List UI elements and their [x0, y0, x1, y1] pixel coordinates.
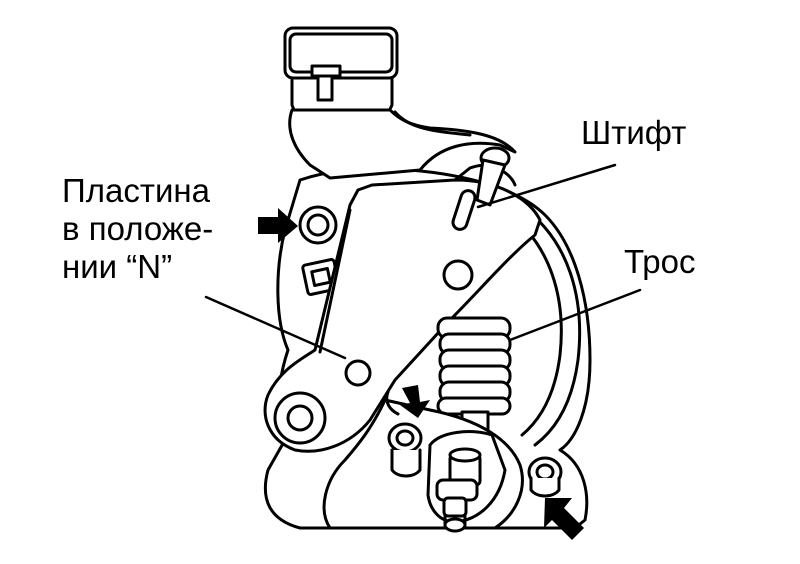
plate-label-line-3: нии “N”: [62, 248, 173, 285]
pin-label: Штифт: [581, 114, 687, 151]
plate-label: Пластина в положе- нии “N”: [62, 172, 213, 286]
leader-line-plate: [204, 295, 347, 360]
cable-end-icon: [436, 316, 512, 444]
bent-tab: [385, 390, 400, 416]
bolt-icon: [527, 456, 563, 498]
shaft-icon: [426, 430, 507, 533]
plate-hole-upper: [442, 259, 474, 291]
cable-label: Трос: [624, 243, 696, 280]
pin-icon: [451, 146, 511, 231]
plate-label-line-1: Пластина: [62, 172, 210, 209]
arrow-down-icon: [400, 385, 430, 418]
plate-label-line-2: в положе-: [62, 210, 214, 247]
leader-line-cable: [508, 288, 642, 342]
plate-hole: [344, 359, 372, 387]
plate-hole-large: [273, 391, 327, 445]
sector-arc-inner: [503, 208, 563, 437]
sector-arc: [518, 203, 582, 447]
connector-icon: [283, 26, 517, 180]
bolt-icon: [387, 422, 423, 478]
selector-plate: [263, 178, 542, 453]
bolt-icon: [298, 205, 338, 245]
arrow-right-icon: [258, 208, 298, 243]
leader-line-pin: [476, 163, 617, 209]
plate-hole-large-inner: [286, 404, 314, 432]
arrow-up-left-icon: [544, 498, 584, 540]
